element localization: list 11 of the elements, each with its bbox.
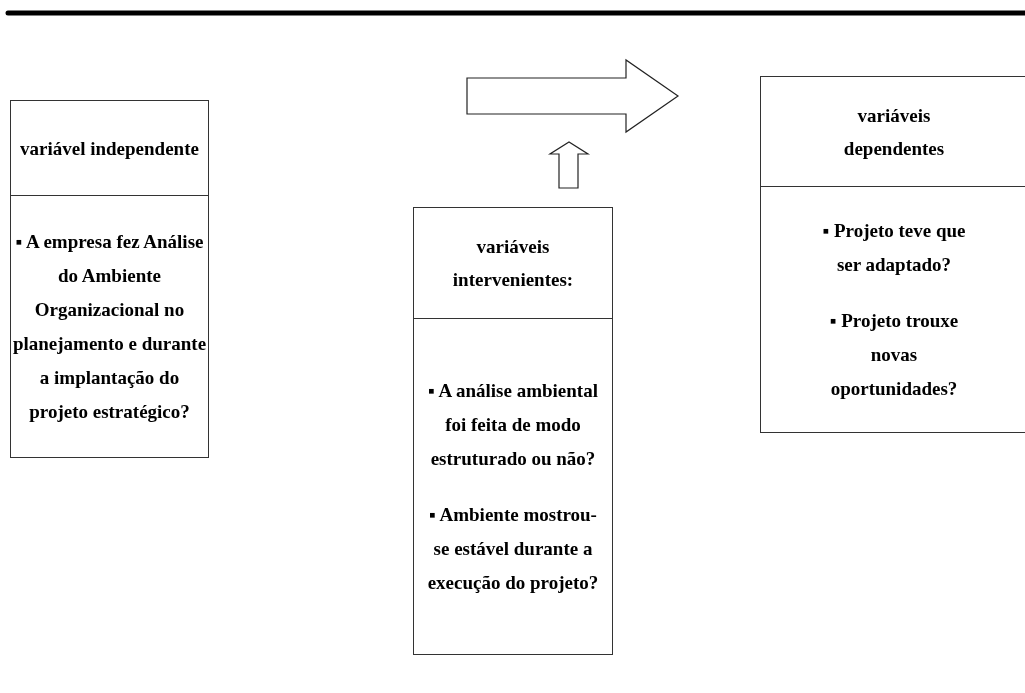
bullet-text: ▪ Ambiente mostrou-se estável durante a execução do projeto? xyxy=(426,502,600,595)
bullet-text: ▪ Projeto trouxe novas oportunidades? xyxy=(828,308,960,401)
text-box xyxy=(10,100,209,458)
bullet-text: ▪ Projeto teve que ser adaptado? xyxy=(821,218,967,277)
box-heading: variáveis dependentes xyxy=(842,103,946,161)
bullet-text: ▪ A empresa fez Análise do Ambiente Organizacional no planejamento e durante a implantação do projeto estratégico? xyxy=(11,229,208,424)
text-box xyxy=(413,207,613,655)
box-heading: variável independente xyxy=(19,136,200,161)
box-heading: variáveis intervenientes: xyxy=(451,235,575,292)
bullet-text: ▪ A análise ambiental foi feita de modo estruturado ou não? xyxy=(427,378,599,471)
text-box xyxy=(760,76,1025,433)
